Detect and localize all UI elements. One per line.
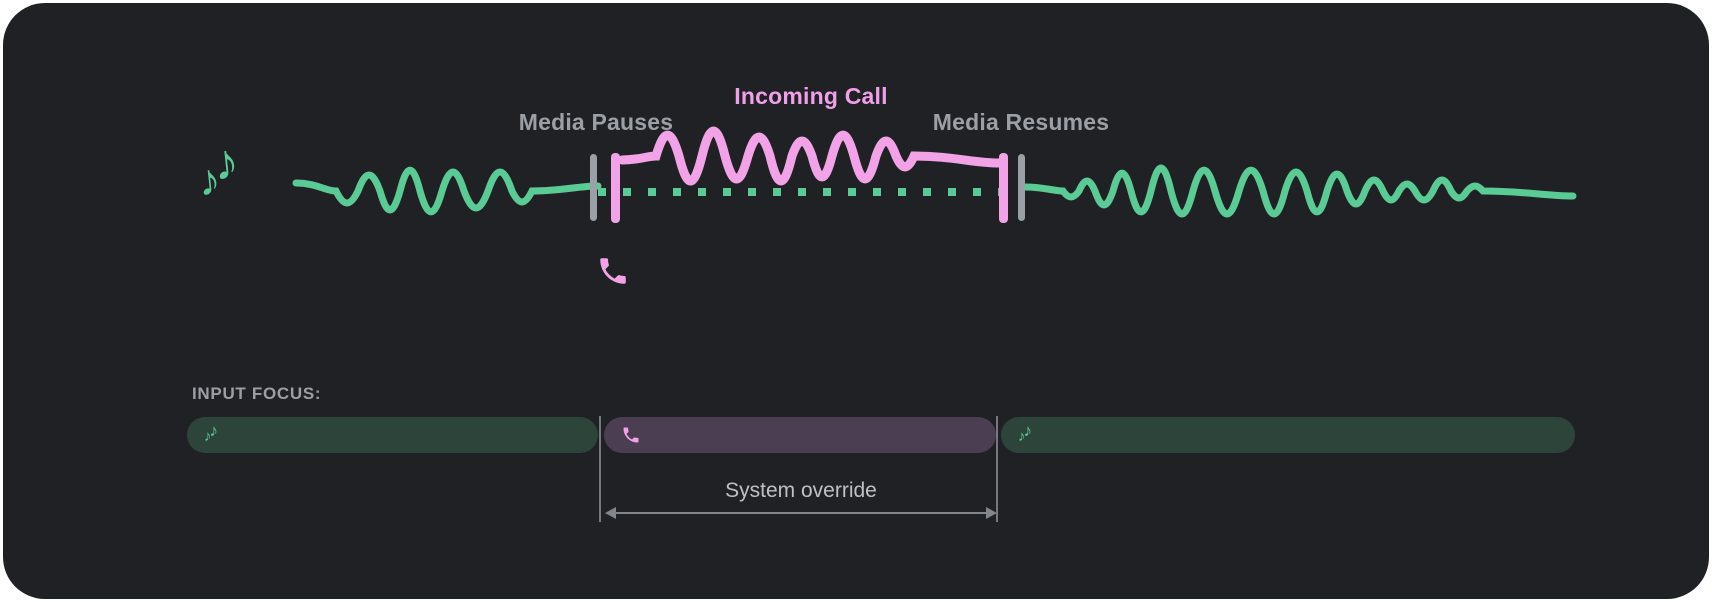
resume-marker-pink (999, 153, 1008, 223)
system-override-label: System override (725, 479, 877, 502)
card-background (3, 3, 1709, 599)
music-note-glyph: ♪ (209, 420, 219, 440)
music-note-glyph: ♪ (1023, 420, 1033, 440)
media-waveform-after (1021, 164, 1577, 218)
focus-segment-call (604, 417, 996, 453)
media-pauses-label: Media Pauses (518, 109, 674, 135)
music-notes-icon: ♪ ♪ (1018, 422, 1032, 445)
media-resumes-label: Media Resumes (932, 109, 1110, 135)
incoming-call-label: Incoming Call (734, 83, 888, 109)
music-note-glyph: ♪ (1018, 427, 1026, 445)
phone-icon (621, 425, 641, 445)
system-override-arrow (605, 507, 997, 519)
music-notes-icon: ♪ ♪ (204, 422, 218, 445)
phone-icon (596, 254, 630, 288)
override-boundary-line-right (996, 416, 998, 522)
music-note-glyph: ♪ (210, 133, 242, 192)
media-waveform-before (292, 166, 602, 216)
resume-marker-gray (1018, 154, 1025, 221)
music-notes-icon: ♪ ♪ (196, 133, 243, 206)
call-waveform (617, 126, 1004, 186)
input-focus-heading: INPUT FOCUS: (192, 384, 322, 403)
pause-marker-pink (611, 153, 620, 223)
music-note-glyph: ♪ (204, 427, 212, 445)
focus-segment-media-after: ♪ ♪ (1001, 417, 1575, 453)
focus-segment-media-before: ♪ ♪ (187, 417, 598, 453)
pause-marker-gray (590, 154, 597, 221)
override-boundary-line-left (599, 416, 601, 522)
